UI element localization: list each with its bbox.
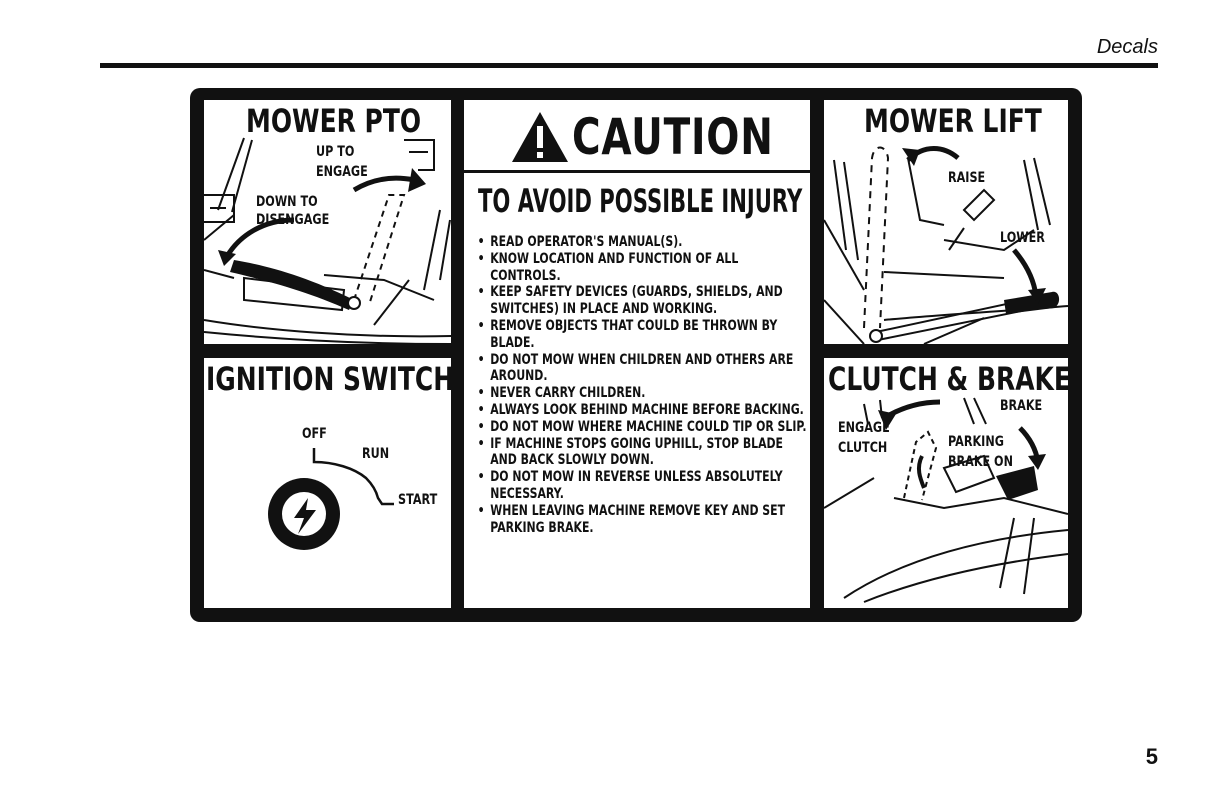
ignition-panel: IGNITION SWITCH OFF RUN START: [204, 358, 451, 608]
pto-down-label-1: DOWN TO: [256, 194, 318, 210]
caution-rule: READ OPERATOR'S MANUAL(S).: [476, 234, 808, 251]
clutch-engage-label-2: CLUTCH: [838, 440, 888, 456]
lift-lower-label: LOWER: [1000, 230, 1045, 246]
mower-lift-title: MOWER LIFT: [864, 102, 1042, 140]
caution-rule: IF MACHINE STOPS GOING UPHILL, STOP BLAD…: [476, 436, 808, 470]
mower-pto-title: MOWER PTO: [246, 102, 422, 140]
ignition-start-label: START: [398, 492, 438, 508]
lightning-bolt-icon: [294, 498, 316, 534]
parking-brake-label-1: PARKING: [948, 434, 1004, 450]
mower-pto-panel: MOWER PTO: [204, 100, 451, 344]
page-number: 5: [1145, 744, 1158, 769]
clutch-brake-illustration: [824, 397, 1068, 603]
pto-up-label-2: ENGAGE: [316, 164, 368, 180]
lift-lever-illustration: [824, 146, 1068, 344]
pto-up-label-1: UP TO: [316, 144, 355, 160]
caution-rule: KNOW LOCATION AND FUNCTION OF ALL CONTRO…: [476, 251, 808, 285]
mower-lift-panel: MOWER LIFT: [824, 100, 1068, 344]
caution-word: CAUTION: [572, 108, 774, 166]
caution-subtitle: TO AVOID POSSIBLE INJURY: [478, 182, 803, 220]
ignition-title: IGNITION SWITCH: [206, 360, 451, 398]
caution-rule: DO NOT MOW IN REVERSE UNLESS ABSOLUTELY …: [476, 469, 808, 503]
ignition-key-illustration: [268, 448, 394, 550]
caution-rule: DO NOT MOW WHERE MACHINE COULD TIP OR SL…: [476, 419, 808, 436]
lift-raise-label: RAISE: [948, 170, 986, 186]
caution-band: CAUTION: [464, 100, 810, 173]
warning-triangle-icon: [512, 112, 568, 162]
brake-label: BRAKE: [1000, 398, 1043, 414]
decal-frame: MOWER PTO: [190, 88, 1082, 622]
header-title: Decals: [1096, 36, 1158, 58]
clutch-brake-panel: CLUTCH & BRAKE: [824, 358, 1068, 608]
pto-down-label-2: DISENGAGE: [256, 212, 330, 228]
ignition-run-label: RUN: [362, 446, 390, 462]
caution-rule: WHEN LEAVING MACHINE REMOVE KEY AND SET …: [476, 503, 808, 537]
caution-rule: REMOVE OBJECTS THAT COULD BE THROWN BY B…: [476, 318, 808, 352]
parking-brake-label-2: BRAKE ON: [948, 454, 1013, 470]
caution-rule: NEVER CARRY CHILDREN.: [476, 385, 808, 402]
pto-lever-illustration: [204, 137, 451, 344]
header-rule: [100, 63, 1158, 68]
caution-panel: CAUTION TO AVOID POSSIBLE INJURY READ OP…: [464, 100, 810, 608]
caution-rule: ALWAYS LOOK BEHIND MACHINE BEFORE BACKIN…: [476, 402, 808, 419]
clutch-brake-title: CLUTCH & BRAKE: [828, 360, 1068, 398]
ignition-off-label: OFF: [302, 426, 327, 442]
clutch-engage-label-1: ENGAGE: [838, 420, 890, 436]
caution-rule: DO NOT MOW WHEN CHILDREN AND OTHERS ARE …: [476, 352, 808, 386]
caution-rule: KEEP SAFETY DEVICES (GUARDS, SHIELDS, AN…: [476, 284, 808, 318]
caution-rules-list: READ OPERATOR'S MANUAL(S). KNOW LOCATION…: [476, 234, 808, 536]
